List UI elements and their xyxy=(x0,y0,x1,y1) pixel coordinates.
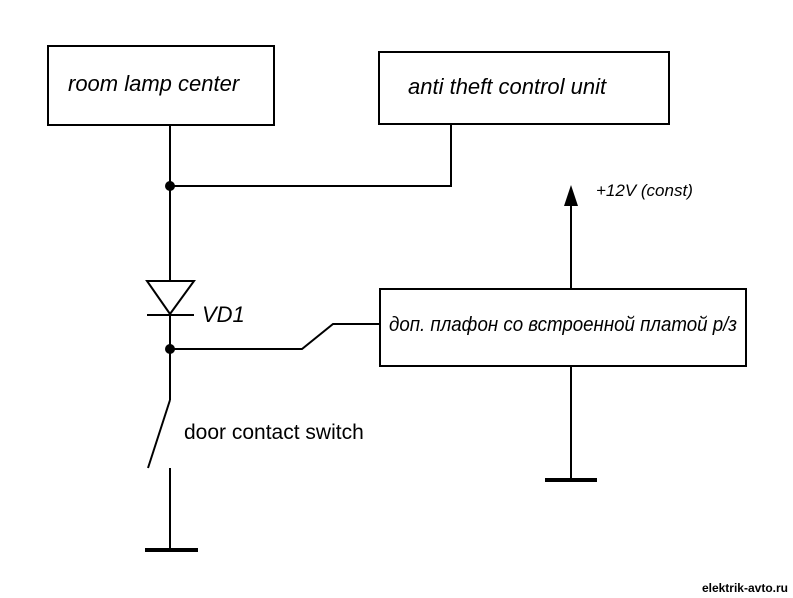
junction-top xyxy=(165,181,175,191)
diode-label: VD1 xyxy=(202,302,245,327)
room-lamp-center-block xyxy=(47,45,275,126)
extra-lamp-label: доп. плафон со встроенной платой р/з xyxy=(389,314,737,336)
diode-symbol xyxy=(145,280,196,316)
door-switch-label: door contact switch xyxy=(184,421,364,444)
power-label: +12V (const) xyxy=(596,181,693,200)
anti-theft-wire xyxy=(170,124,452,187)
anti-theft-block xyxy=(378,51,670,125)
room-lamp-center-label: room lamp center xyxy=(68,71,241,96)
watermark: elektrik-avto.ru xyxy=(702,581,788,595)
extra-lamp-wire xyxy=(170,323,380,350)
power-arrow-icon xyxy=(564,185,578,206)
extra-lamp-block xyxy=(379,288,747,367)
anti-theft-label: anti theft control unit xyxy=(408,74,607,99)
door-switch-blade xyxy=(147,399,171,469)
